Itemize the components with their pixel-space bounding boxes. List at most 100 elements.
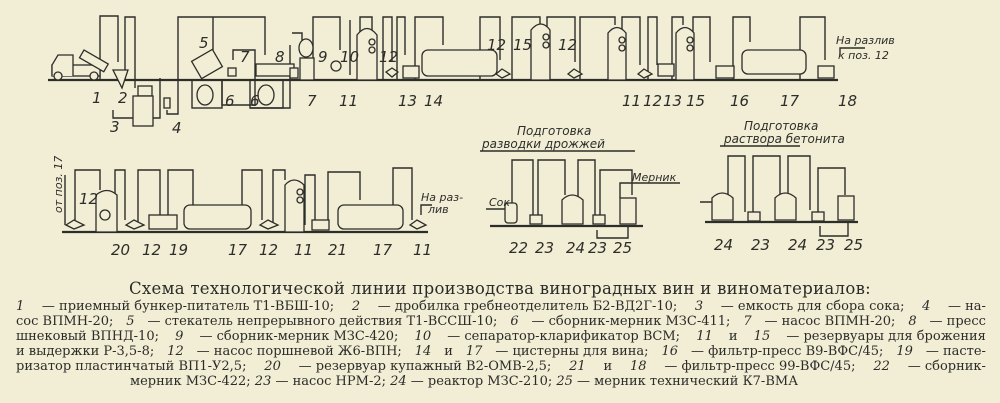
legend-text: — пасте- (921, 344, 986, 359)
legend-item-number: 8 (908, 314, 917, 329)
legend-line: и выдержки Р-3,5-8; 12 — насос поршневой… (16, 344, 986, 359)
legend-item-number: 20 (264, 359, 281, 374)
legend-text: — сборник-мерник МЗС-411; (527, 314, 735, 329)
crusher-2 (137, 85, 153, 97)
legend-text: — емкость для сбора сока; (716, 299, 909, 314)
top-line-labels: 1 2 3 4 5 6 6 7 7 8 9 10 11 12 13 14 12 … (92, 34, 857, 137)
legend-text: — дробилка гребнеотделитель Б2-ВД2Г-10; (373, 299, 682, 314)
note-to-bottling: На разлив (836, 34, 895, 47)
tank-6b (257, 84, 275, 106)
label-12: 12 (558, 36, 577, 54)
label-11: 11 (339, 92, 358, 110)
label-15: 15 (686, 92, 705, 110)
yeast-title-1: Подготовка (517, 124, 591, 138)
legend-item-number: 6 (510, 314, 519, 329)
legend-text: и (599, 359, 617, 374)
legend-text: ризатор пластинчатый ВП1-У2,5; (16, 359, 251, 374)
legend-text: — реактор МЗС-210; (406, 374, 557, 389)
pump-23 (592, 214, 606, 225)
legend-text: и (440, 344, 458, 359)
pump-12 (64, 219, 86, 230)
truck-icon (51, 49, 110, 81)
label-20: 20 (111, 241, 130, 259)
filter-press-21 (311, 219, 330, 231)
label-21: 21 (328, 241, 347, 259)
legend-text: — фильтр-пресс В9-ВФС/45; (686, 344, 888, 359)
label-13: 13 (398, 92, 417, 110)
label-24: 24 (788, 236, 807, 254)
bentonite-title-2: раствора бетонита (723, 132, 845, 146)
label-23: 23 (535, 239, 554, 257)
legend-item-number: 19 (896, 344, 913, 359)
label-12: 12 (643, 92, 662, 110)
label-15: 15 (513, 36, 532, 54)
label-11: 11 (294, 241, 313, 259)
label-10: 10 (340, 48, 359, 66)
note-to-pos-12: к поз. 12 (838, 49, 889, 62)
pump-12 (258, 219, 280, 230)
tank-17 (183, 204, 252, 230)
legend-item-number: 24 (390, 374, 407, 389)
process-flow-diagram: На разлив к поз. 12 1 2 3 4 5 6 6 7 7 8 … (48, 15, 895, 259)
note-to-bottling-1: На раз- (421, 191, 463, 204)
pump-12 (384, 67, 400, 78)
label-1: 1 (92, 89, 102, 107)
blending-line: от поз. 17 На раз- лив 12 20 12 19 17 12… (52, 156, 463, 259)
pipes (700, 155, 849, 237)
label-2: 2 (118, 89, 128, 107)
label-14: 14 (424, 92, 443, 110)
hopper-1 (111, 69, 129, 90)
label-23: 23 (588, 239, 607, 257)
legend-item-number: 21 (569, 359, 586, 374)
unit-13 (657, 63, 675, 77)
pump-23 (747, 211, 761, 222)
fermenter-11 (607, 26, 627, 81)
legend-text: — резервуары для брожения (782, 329, 986, 344)
legend-item-number: 2 (351, 299, 361, 314)
stand-9 (299, 57, 315, 81)
legend-text: — приемный бункер-питатель Т1-ВБШ-10; (37, 299, 339, 314)
fermenter-11 (284, 179, 305, 233)
pump-11 (408, 219, 428, 230)
legend-item-number: 14 (414, 344, 432, 359)
legend-text: — стекатель непрерывного действия Т1-ВСС… (143, 314, 502, 329)
main-processing-line: На разлив к поз. 12 1 2 3 4 5 6 6 7 7 8 … (48, 15, 895, 137)
label-9: 9 (318, 48, 328, 66)
legend-text: — насос НРМ-2; (271, 374, 391, 389)
label-24: 24 (566, 239, 585, 257)
measurer-25 (619, 197, 637, 225)
note-to-bottling-2: лив (427, 203, 449, 216)
fermenter-15 (675, 26, 695, 81)
legend-item-number: 3 (694, 299, 704, 314)
drainer-5 (190, 48, 224, 80)
legend-text: — на- (943, 299, 986, 314)
legend-line: ризатор пластинчатый ВП1-У2,5; 20 — резе… (16, 359, 986, 374)
pipes (486, 159, 680, 239)
legend-text: — сепаратор-кларификатор ВСМ; (443, 329, 685, 344)
legend-text: и (724, 329, 742, 344)
pump-23 (811, 211, 825, 222)
yeast-preparation-section: Подготовка разводки дрожжей Сок Мерник 2… (480, 124, 680, 257)
label-13: 13 (663, 92, 682, 110)
label-6: 6 (250, 92, 260, 110)
legend-line: мерник МЗС-422; 23 — насос НРМ-2; 24 — р… (16, 374, 986, 389)
yeast-title-2: разводки дрожжей (481, 137, 605, 151)
legend-item-number: 10 (414, 329, 432, 344)
measurer-25 (837, 195, 855, 221)
fermenter-15 (530, 23, 551, 81)
label-12: 12 (379, 48, 398, 66)
legend-text: — цистерны для вина; (491, 344, 653, 359)
legend-item-number: 4 (922, 299, 931, 314)
legend-item-number: 17 (465, 344, 483, 359)
legend-item-number: 18 (629, 359, 647, 374)
label-24: 24 (714, 236, 733, 254)
legend-item-number: 11 (696, 329, 713, 344)
label-5: 5 (199, 34, 209, 52)
pump-7a (227, 67, 237, 77)
label-12: 12 (79, 190, 98, 208)
reactor-24 (774, 192, 797, 221)
legend-text: — пресс (925, 314, 986, 329)
legend-item-number: 25 (556, 374, 573, 389)
label-11: 11 (413, 241, 432, 259)
label-4: 4 (172, 119, 182, 137)
